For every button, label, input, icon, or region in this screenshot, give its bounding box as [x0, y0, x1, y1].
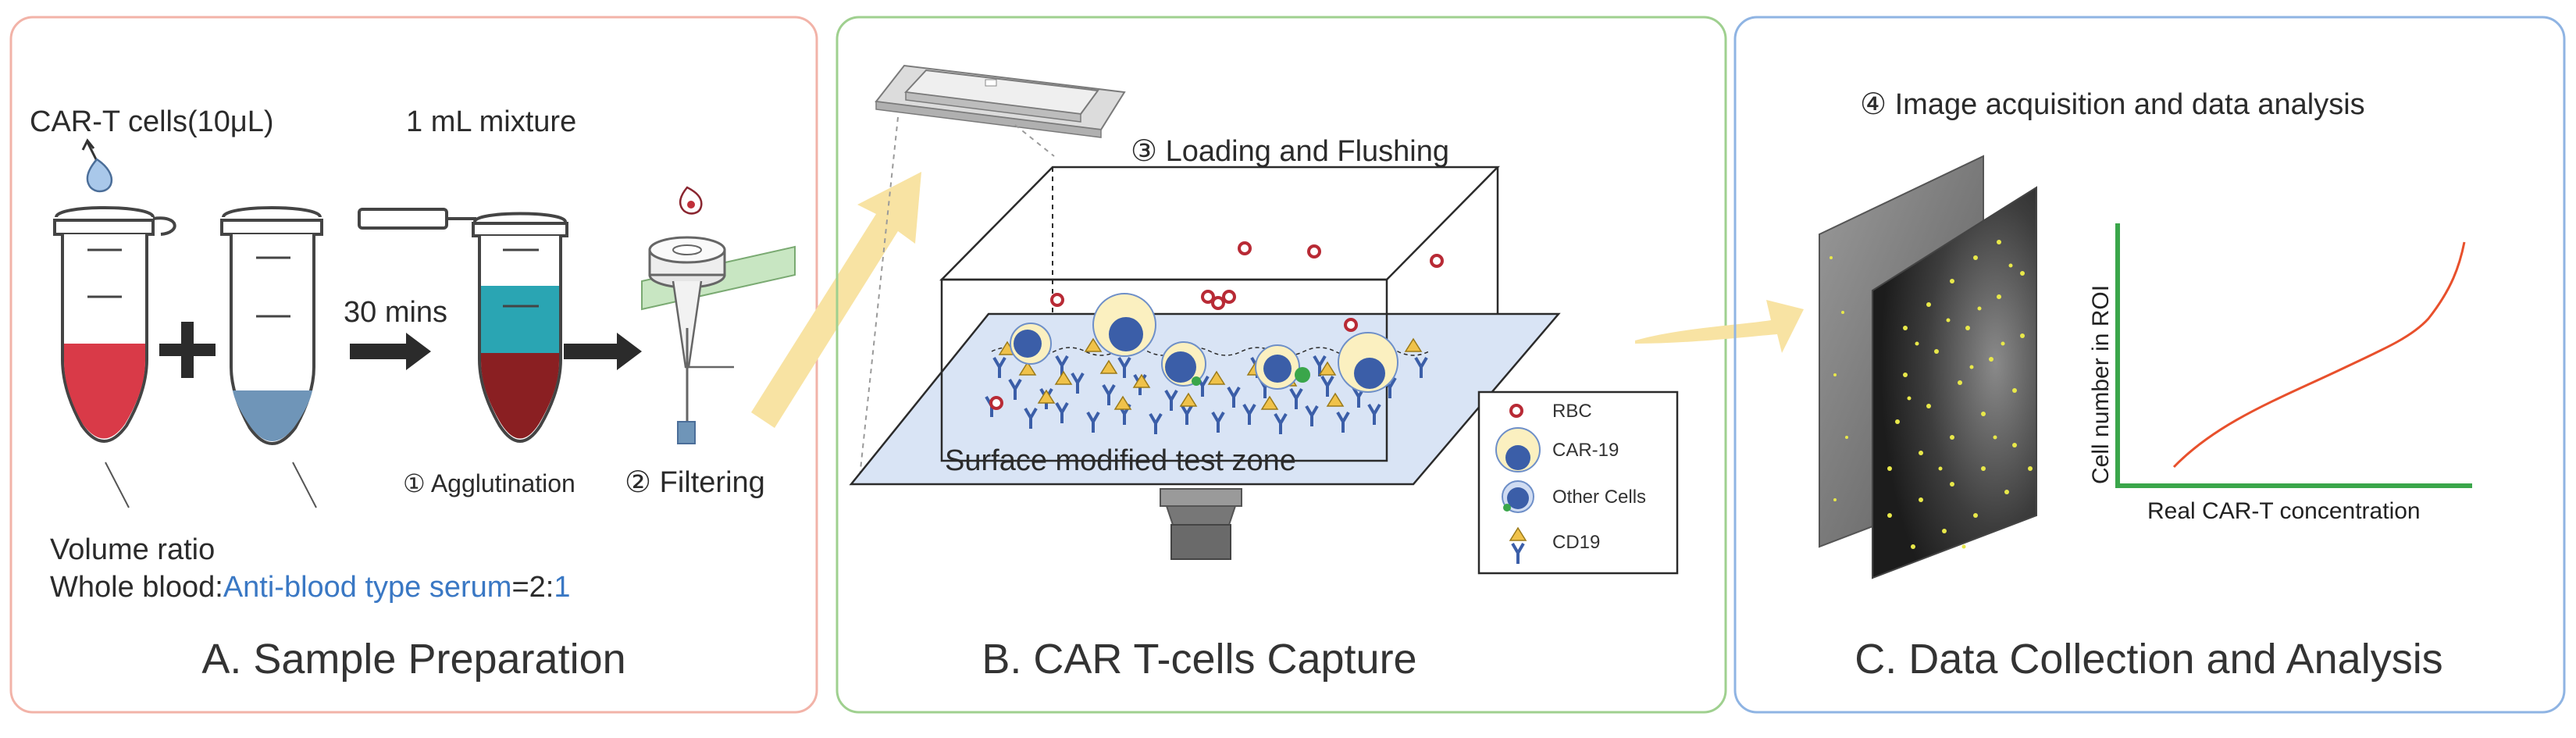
whole-blood-tube-icon	[53, 206, 176, 443]
car-t-cells-label: CAR-T cells(10μL)	[30, 105, 274, 138]
plus-icon	[159, 322, 216, 378]
panel-car-t-capture: ③ Loading and Flushing	[836, 16, 1727, 714]
mixture-tube-icon	[358, 208, 568, 443]
panel-c-border	[1733, 16, 2566, 714]
plot-x-axis-label: Real CAR-T concentration	[2147, 498, 2421, 524]
panel-sample-preparation: CAR-T cells(10μL) 1 mL mixture	[9, 16, 818, 714]
legend-car19-label: CAR-19	[1552, 440, 1619, 461]
calibration-plot: Cell number in ROI Real CAR-T concentrat…	[2088, 223, 2472, 524]
filtering-step-label: ② Filtering	[625, 466, 765, 499]
ratio-equals: =2:	[511, 571, 554, 604]
filtering-arrow-icon	[564, 333, 642, 370]
panel-b-border	[836, 16, 1727, 714]
cd19-antigens	[998, 337, 1423, 410]
panel-data-analysis: ④ Image acquisition and data analysis	[1733, 16, 2566, 714]
serum-tube-icon	[220, 206, 323, 445]
mixture-label: 1 mL mixture	[406, 105, 576, 138]
ratio-serum-term: Anti-blood type serum	[223, 571, 512, 604]
captured-cells	[1010, 293, 1398, 393]
red-blood-cells	[989, 241, 1444, 410]
ratio-last-term: 1	[554, 571, 570, 604]
legend-rbc-icon	[1509, 404, 1523, 418]
objective-lens-icon	[1160, 488, 1242, 560]
loading-flushing-step-label: ③ Loading and Flushing	[1131, 135, 1449, 168]
panel-a-title: A. Sample Preparation	[201, 636, 625, 683]
panel-a-border	[9, 16, 818, 714]
legend-cd19-label: CD19	[1552, 532, 1600, 553]
panel-c-title: C. Data Collection and Analysis	[1855, 636, 2442, 683]
legend-other-cells-label: Other Cells	[1552, 487, 1646, 508]
legend-rbc-label: RBC	[1552, 401, 1592, 422]
ratio-prefix: Whole blood:	[50, 571, 223, 604]
antibody-layer	[985, 347, 1430, 436]
filter-device-icon	[641, 186, 796, 444]
channel-top-face	[939, 166, 1500, 281]
image-acquisition-step-label: ④ Image acquisition and data analysis	[1860, 88, 2365, 121]
calibration-curve	[2172, 241, 2466, 469]
volume-ratio-equation: Whole blood:Anti-blood type serum=2:1	[50, 571, 570, 604]
volume-ratio-title: Volume ratio	[50, 533, 215, 566]
incubation-arrow-icon	[350, 333, 431, 370]
legend-cd19-icon	[1509, 526, 1527, 565]
capture-legend: RBC CAR-19 Other Cells CD19	[1477, 390, 1679, 575]
microfluidic-chip-icon	[875, 64, 1126, 138]
zoom-line-left	[858, 116, 899, 485]
blood-pointer-line	[105, 462, 130, 508]
serum-pointer-line	[292, 462, 317, 508]
agglutination-step-label: ① Agglutination	[403, 469, 575, 497]
transfer-arrow-b-to-c	[1635, 300, 1804, 353]
panel-b-title: B. CAR T-cells Capture	[982, 636, 1416, 683]
test-zone-label: Surface modified test zone	[945, 444, 1296, 477]
plot-y-axis-label: Cell number in ROI	[2088, 285, 2114, 484]
zoom-line-right	[1014, 124, 1055, 157]
car-t-droplet-icon	[81, 138, 113, 193]
channel-front-face	[940, 278, 1388, 462]
incubation-time-label: 30 mins	[344, 296, 447, 329]
fluorescence-images-icon	[1819, 155, 2037, 579]
